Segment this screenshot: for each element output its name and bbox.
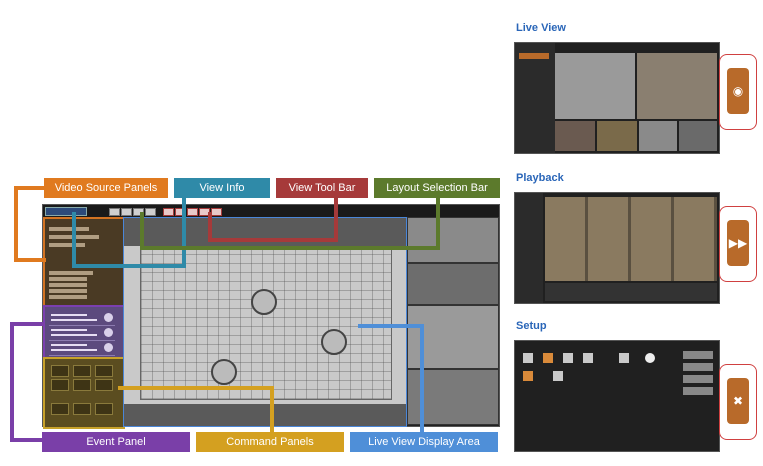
live-view-title: Live View xyxy=(516,22,566,34)
tree-row[interactable] xyxy=(49,277,87,281)
camera-strip xyxy=(407,217,499,425)
eye-icon: ◉ xyxy=(727,68,749,114)
search-button[interactable] xyxy=(73,403,91,415)
event-panel-label: Event Panel xyxy=(42,432,190,452)
tool-button[interactable] xyxy=(187,208,198,216)
person-icon xyxy=(104,328,113,337)
connector-line xyxy=(14,186,18,262)
connector-line xyxy=(140,212,144,250)
connector-line xyxy=(182,198,186,268)
tree-row[interactable] xyxy=(49,289,87,293)
connector-line xyxy=(14,258,46,262)
command-panel xyxy=(43,357,125,429)
connector-line xyxy=(420,324,424,432)
command-button[interactable] xyxy=(51,365,69,377)
ptz-button[interactable] xyxy=(51,403,69,415)
live-view-tab[interactable]: ◉ xyxy=(719,54,757,130)
view-tool-bar-label: View Tool Bar xyxy=(276,178,368,198)
connector-line xyxy=(118,386,274,390)
main-screenshot xyxy=(42,204,500,429)
fast-forward-icon: ▶▶ xyxy=(727,220,749,266)
layout-button[interactable] xyxy=(145,208,156,216)
connector-line xyxy=(208,238,338,242)
tree-row[interactable] xyxy=(49,227,89,231)
event-item[interactable] xyxy=(49,326,115,341)
floor-plan-map[interactable] xyxy=(140,248,392,400)
connector-line xyxy=(358,324,424,328)
event-item[interactable] xyxy=(49,311,115,326)
person-icon xyxy=(104,313,113,322)
layout-button[interactable] xyxy=(121,208,132,216)
layout-button[interactable] xyxy=(109,208,120,216)
camera-view[interactable] xyxy=(407,217,499,263)
view-info-label: View Info xyxy=(174,178,270,198)
view-info-dropdown[interactable] xyxy=(45,207,87,216)
command-panels-label: Command Panels xyxy=(196,432,344,452)
tree-row[interactable] xyxy=(49,295,87,299)
tree-row[interactable] xyxy=(49,283,87,287)
command-button[interactable] xyxy=(73,365,91,377)
live-view-display-area[interactable] xyxy=(123,217,407,427)
event-panel xyxy=(43,305,125,361)
playback-tab[interactable]: ▶▶ xyxy=(719,206,757,282)
video-source-panel xyxy=(43,217,125,309)
connector-line xyxy=(10,322,14,442)
connector-line xyxy=(140,246,440,250)
command-button[interactable] xyxy=(51,379,69,391)
layout-selection-bar-label: Layout Selection Bar xyxy=(374,178,500,198)
camera-view[interactable] xyxy=(407,263,499,305)
connector-line xyxy=(270,386,274,432)
video-source-panels-label: Video Source Panels xyxy=(44,178,168,198)
ptz-button[interactable] xyxy=(95,403,113,415)
setup-title: Setup xyxy=(516,320,547,332)
live-view-thumbnail[interactable] xyxy=(514,42,720,154)
event-item[interactable] xyxy=(49,341,115,356)
view-toolbar xyxy=(43,205,499,217)
connector-line xyxy=(72,212,76,268)
video-tile xyxy=(124,404,406,426)
camera-marker[interactable] xyxy=(251,289,277,315)
live-view-display-area-label: Live View Display Area xyxy=(350,432,498,452)
connector-line xyxy=(10,322,44,326)
tools-icon: ✖ xyxy=(727,378,749,424)
camera-marker[interactable] xyxy=(321,329,347,355)
setup-thumbnail[interactable] xyxy=(514,340,720,452)
command-button[interactable] xyxy=(73,379,91,391)
tree-row[interactable] xyxy=(49,243,85,247)
tool-button[interactable] xyxy=(163,208,174,216)
command-button[interactable] xyxy=(95,379,113,391)
command-button[interactable] xyxy=(95,365,113,377)
connector-line xyxy=(208,212,212,242)
setup-tab[interactable]: ✖ xyxy=(719,364,757,440)
camera-marker[interactable] xyxy=(211,359,237,385)
playback-thumbnail[interactable] xyxy=(514,192,720,304)
connector-line xyxy=(334,198,338,242)
connector-line xyxy=(14,186,46,190)
connector-line xyxy=(72,264,186,268)
person-icon xyxy=(104,343,113,352)
connector-line xyxy=(10,438,44,442)
playback-title: Playback xyxy=(516,172,564,184)
connector-line xyxy=(436,198,440,250)
tree-row[interactable] xyxy=(49,271,93,275)
tool-button[interactable] xyxy=(211,208,222,216)
